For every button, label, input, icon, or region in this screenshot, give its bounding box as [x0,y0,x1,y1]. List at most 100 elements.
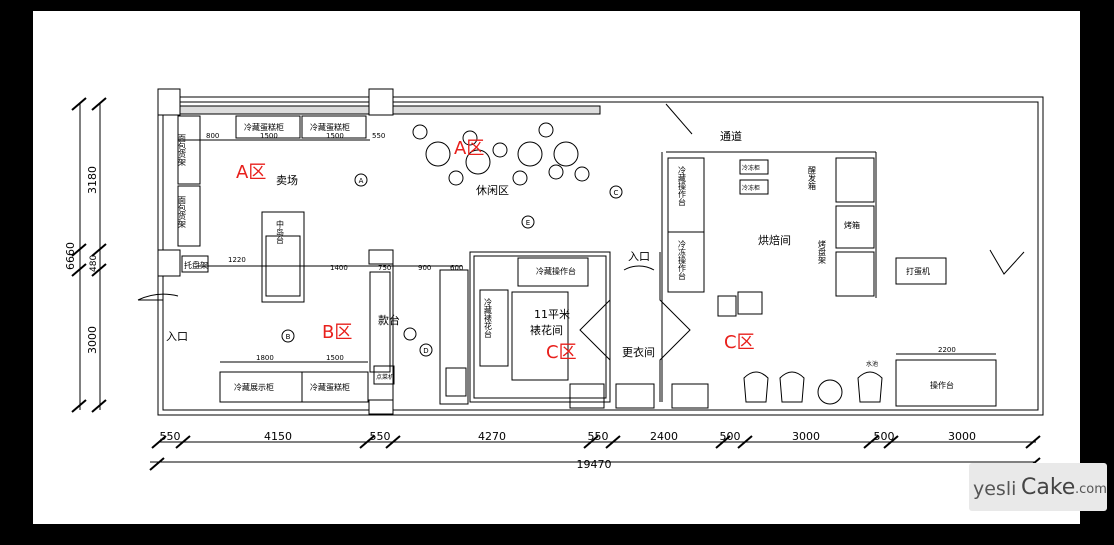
dim-text: 2200 [938,346,956,354]
display-case [235,115,301,139]
zone-label-a: A区 [236,162,266,183]
cold-display-left [479,289,509,367]
cashier-counter [369,271,391,373]
dim-bottom: 500 [720,430,741,443]
fixture-rack: 冷冻柜 [742,164,760,172]
dim-left-lower: 3000 [86,326,99,354]
column [368,88,394,116]
mixer-icon [817,379,843,405]
dim-left-total: 6660 [64,242,77,270]
marker-a: A [359,177,364,185]
work-table [895,359,997,407]
watermark-right: .com [1075,482,1107,497]
column [157,88,181,116]
dim-text: 1500 [260,132,278,140]
room-passage: 通道 [720,129,742,143]
display-case [301,115,367,139]
dim-text: 600 [450,264,463,272]
oven [835,251,875,297]
fixture-cold-storage: 冷藏操作台 [678,165,687,207]
decorating-room-wall-inner [473,255,607,399]
bread-rack [177,185,201,247]
fixture-cold-display: 冷藏蛋糕柜 [244,122,284,132]
mixer-box [717,295,737,317]
bread-rack [177,115,201,185]
fixture-mixer: 打蛋机 [906,266,930,276]
zone-label-a: A区 [454,138,484,159]
zone-label-c: C区 [724,332,755,353]
tray-rack-box [181,255,209,273]
oven [835,205,875,249]
dim-left-mid: 480 [89,255,99,272]
sink [445,367,467,397]
room-entrance: 入口 [166,330,188,343]
column [368,399,394,415]
dim-bottom: 2400 [650,430,678,443]
fixture-cold-display: 冷藏展示柜 [234,382,274,392]
dim-text: 800 [206,132,219,140]
fixture-work-table: 操作台 [930,380,954,390]
dim-bottom-total: 19470 [577,458,612,471]
zone-label-b: B区 [322,322,352,343]
proofer-box [739,159,769,175]
room-sales-floor: 卖场 [276,173,298,187]
lounge-furniture [412,122,590,186]
watermark: yesli Cake .com [969,463,1107,511]
fixture-tall-rack: 烤盘架 [818,239,827,265]
watermark-mid: Cake [1021,475,1076,500]
dim-bottom: 500 [874,430,895,443]
fixture-proofer: 醒发箱 [808,166,817,191]
mixer-icon [857,371,883,403]
sink [615,383,655,409]
fixture-rack: 冷冻柜 [742,184,760,192]
cold-storage-right [667,231,705,293]
door [665,103,693,135]
island-table [261,211,305,303]
dim-bottom: 550 [160,430,181,443]
mixer-icon [743,371,769,403]
column [368,249,394,265]
view-markers [281,173,623,357]
dim-bottom: 550 [370,430,391,443]
room-lounge: 休闲区 [476,183,509,197]
room-changing: 更衣间 [622,345,655,359]
sink [569,383,605,409]
entrance-door [137,293,179,301]
freezer [895,257,947,285]
marker-b: B [286,333,291,341]
watermark-left: yesli [973,478,1017,500]
fixture-freezer-table: 冷冻操作台 [678,239,687,281]
cold-display [439,269,469,405]
mixer-icon [779,371,805,403]
fixture-stool: 点菜机 [376,373,394,381]
display-case [301,371,369,403]
dim-text: 1500 [326,132,344,140]
room-decor-area: 11平米 [534,308,570,321]
cashier-seat [403,327,417,341]
zone-label-c: C区 [546,342,577,363]
fixture-island: 中岛台 [276,219,285,245]
oven [835,157,875,203]
dim-text: 550 [372,132,385,140]
dim-bottom: 4150 [264,430,292,443]
proofer-box [739,179,769,195]
room-cashier: 款台 [378,313,400,327]
fixture-bread-rack: 面包货架 [178,196,187,229]
marker-d: D [423,347,428,355]
mixer-box [737,291,763,315]
cashier-box [373,365,395,385]
dim-bottom: 550 [588,430,609,443]
fixture-oven: 烤箱 [844,220,860,230]
cold-work-table [517,257,589,287]
dim-text: 750 [378,264,391,272]
dim-text: 900 [418,264,431,272]
room-decor: 裱花间 [530,324,563,337]
fixture-cold-display: 冷藏蛋糕柜 [310,122,350,132]
room-entrance-2: 入口 [628,250,650,263]
marker-c: C [614,189,619,197]
door [623,265,655,271]
column [157,249,181,277]
fixture-cold-work-table: 冷藏操作台 [536,266,576,276]
decorating-table-zone [511,291,569,381]
